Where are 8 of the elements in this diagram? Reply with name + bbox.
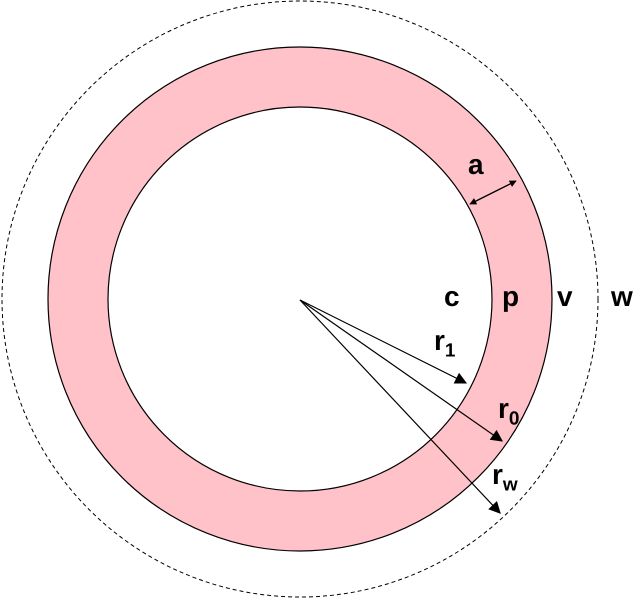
- region-label: p: [502, 282, 520, 312]
- dimension-label: r$_{0}$: [498, 394, 520, 432]
- region-label: c: [444, 282, 460, 312]
- region-label: v: [557, 282, 573, 312]
- dimension-label: r$_{w}$: [492, 460, 518, 498]
- region-label: w: [611, 282, 633, 312]
- dimension-label: a: [468, 150, 484, 180]
- dimension-label: r$_{1}$: [434, 326, 456, 364]
